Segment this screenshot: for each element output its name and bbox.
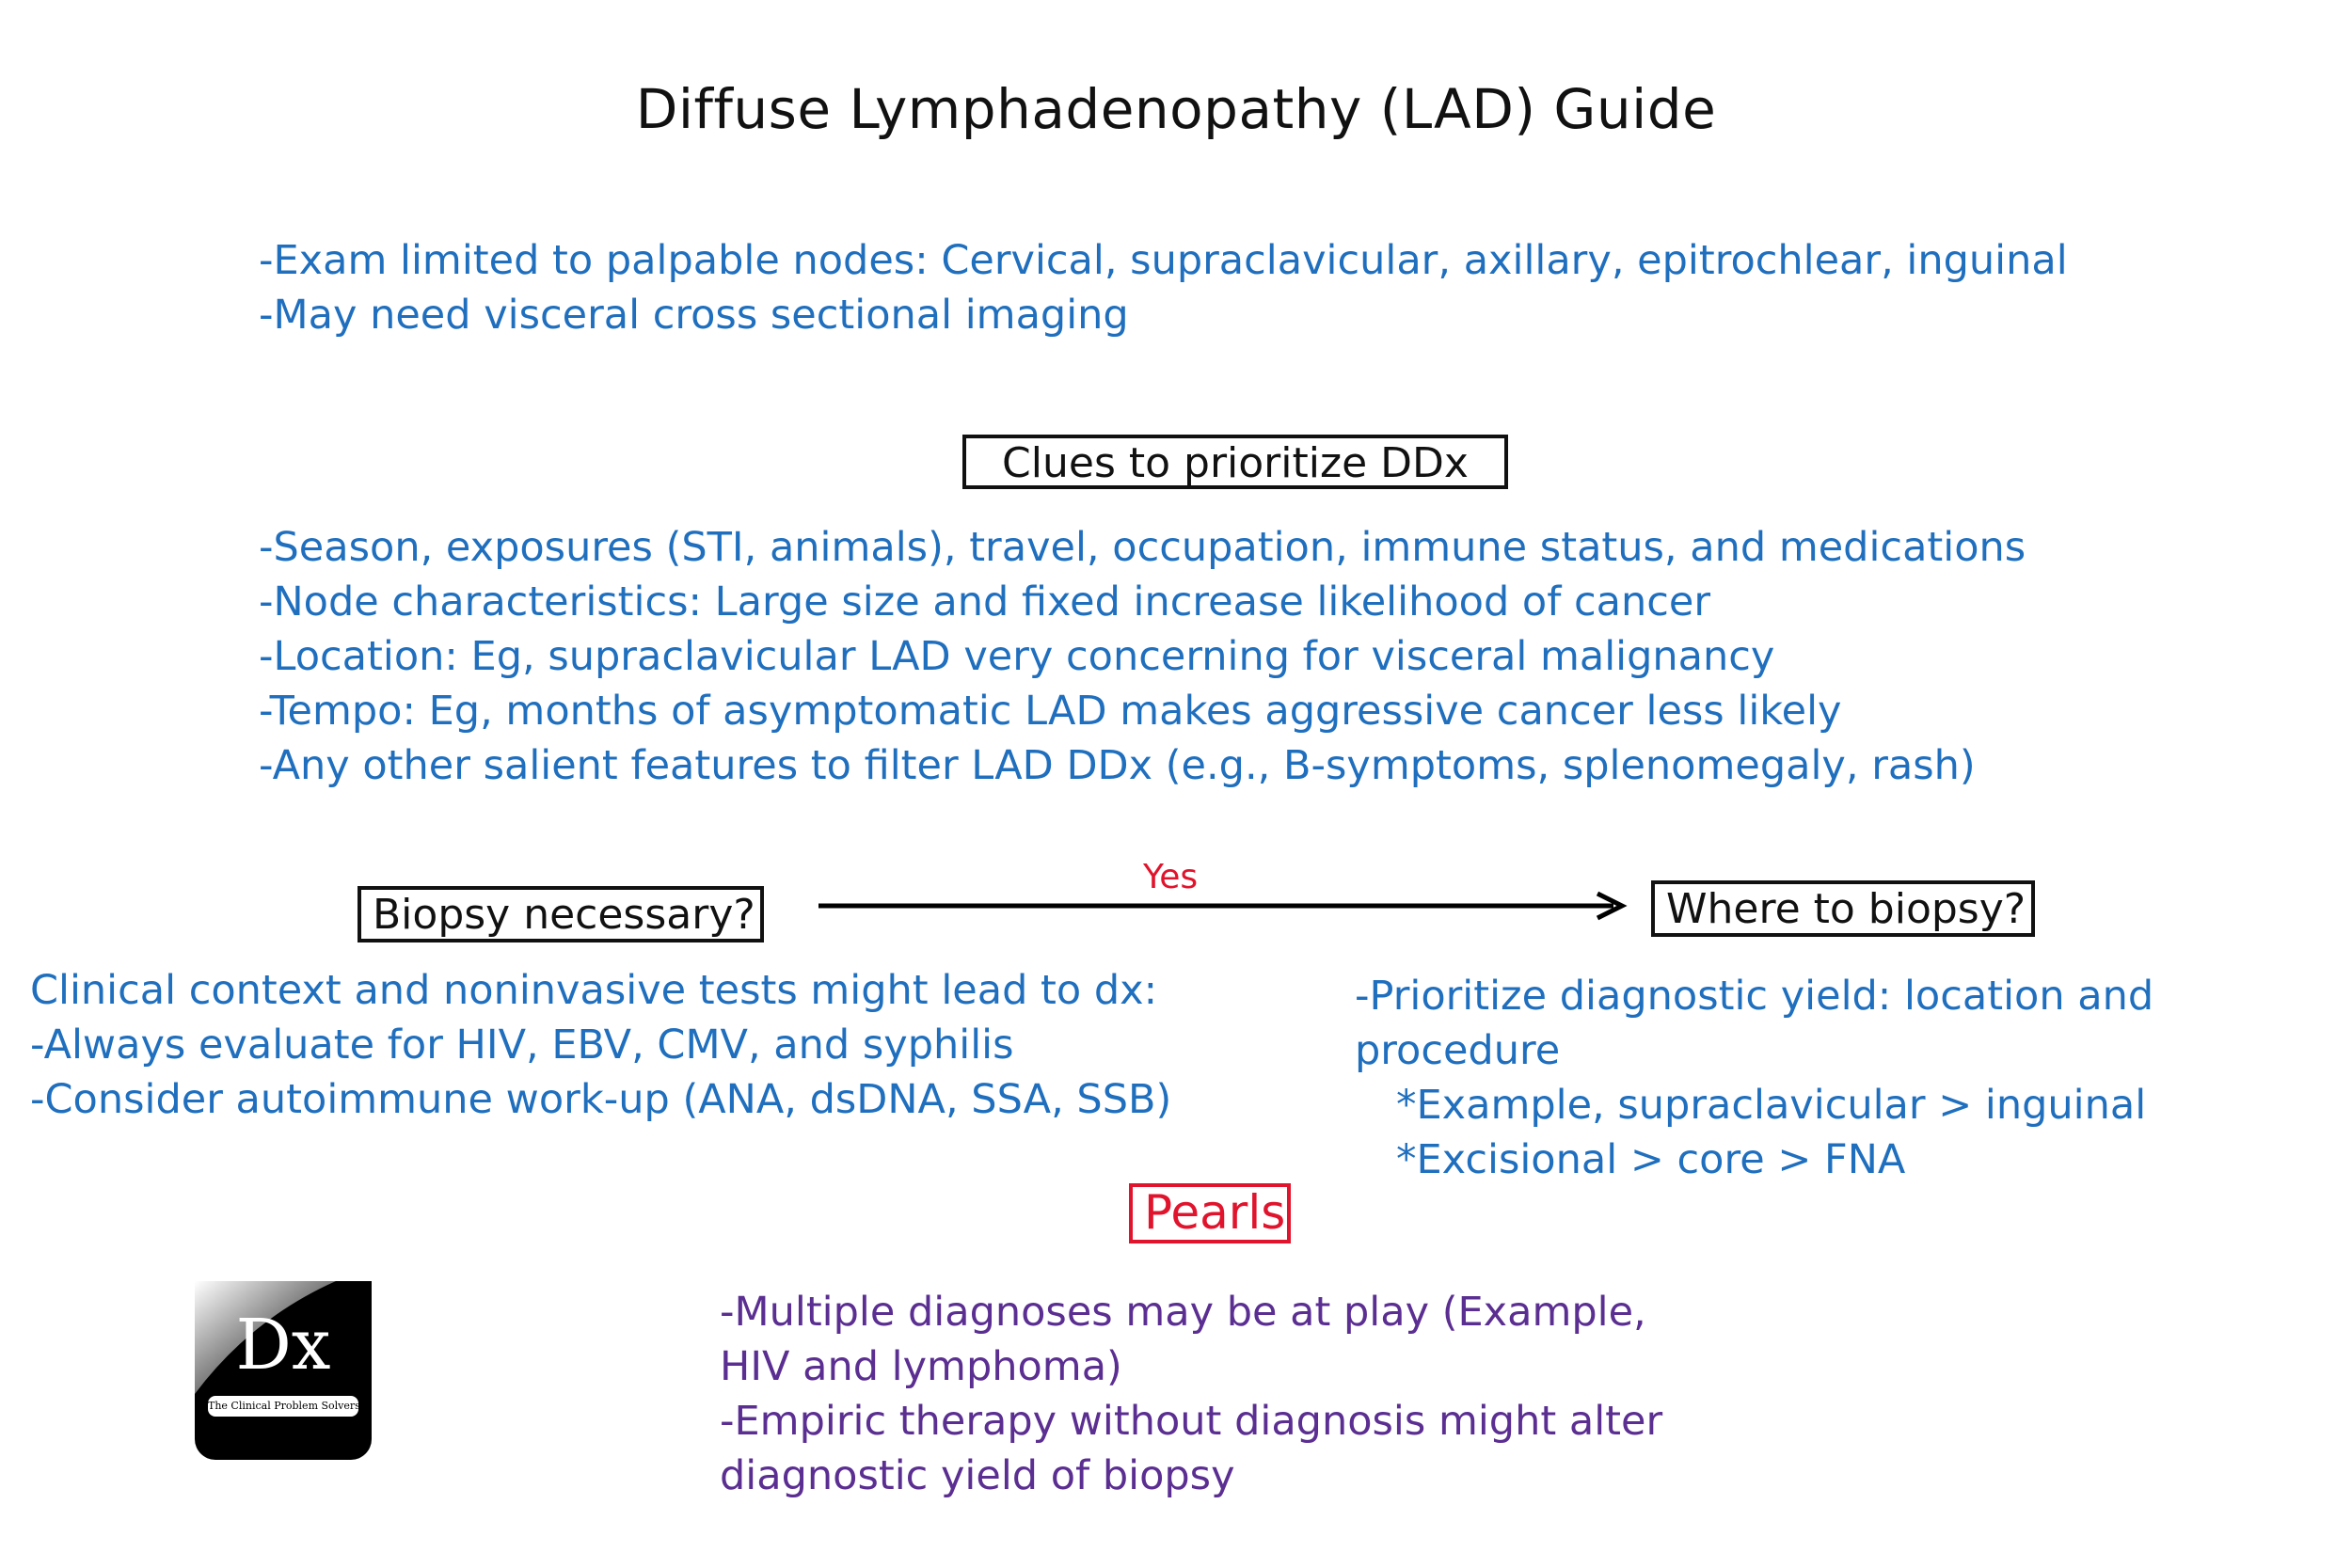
page-title: Diffuse Lymphadenopathy (LAD) Guide (635, 77, 1717, 141)
pearls-list: -Multiple diagnoses may be at play (Exam… (720, 1285, 1662, 1503)
clue-item-season: -Season, exposures (STI, animals), trave… (259, 524, 2026, 571)
clinical-problem-solvers-logo: Dx The Clinical Problem Solvers (195, 1281, 372, 1460)
pearl-line-2: HIV and lymphoma) (720, 1343, 1122, 1390)
yes-arrow-head (1596, 891, 1628, 921)
where-detail-procedure: *Excisional > core > FNA (1396, 1136, 1906, 1183)
where-detail-yield: -Prioritize diagnostic yield: location a… (1355, 973, 2154, 1074)
pearl-line-1: -Multiple diagnoses may be at play (Exam… (720, 1289, 1646, 1336)
clues-list: -Season, exposures (STI, animals), trave… (259, 520, 2026, 793)
logo-shine-graphic (195, 1281, 336, 1394)
pearl-line-3: -Empiric therapy without diagnosis might… (720, 1398, 1663, 1445)
clues-heading-box: Clues to prioritize DDx (962, 435, 1508, 489)
noninvasive-hiv: -Always evaluate for HIV, EBV, CMV, and … (30, 1022, 1014, 1069)
noninvasive-autoimmune: -Consider autoimmune work-up (ANA, dsDNA… (30, 1076, 1172, 1123)
intro-line-imaging: -May need visceral cross sectional imagi… (259, 292, 1129, 339)
noninvasive-section: Clinical context and noninvasive tests m… (30, 963, 1171, 1127)
logo-band-text: The Clinical Problem Solvers (208, 1396, 358, 1417)
clue-item-location: -Location: Eg, supraclavicular LAD very … (259, 633, 1775, 680)
pearl-line-4: diagnostic yield of biopsy (720, 1452, 1235, 1499)
intro-line-exam: -Exam limited to palpable nodes: Cervica… (259, 237, 2068, 284)
noninvasive-intro: Clinical context and noninvasive tests m… (30, 967, 1158, 1014)
where-details-section: -Prioritize diagnostic yield: location a… (1355, 969, 2352, 1187)
intro-section: -Exam limited to palpable nodes: Cervica… (259, 233, 2068, 342)
logo-dx-mark: Dx (235, 1305, 331, 1386)
clue-item-other: -Any other salient features to filter LA… (259, 742, 1976, 789)
yes-label: Yes (1143, 858, 1199, 896)
clue-item-node: -Node characteristics: Large size and fi… (259, 578, 1711, 626)
pearls-heading-box: Pearls (1129, 1183, 1291, 1243)
where-to-biopsy-box: Where to biopsy? (1651, 880, 2035, 937)
where-detail-example: *Example, supraclavicular > inguinal (1396, 1082, 2147, 1129)
biopsy-necessary-box: Biopsy necessary? (358, 886, 764, 942)
clue-item-tempo: -Tempo: Eg, months of asymptomatic LAD m… (259, 688, 1842, 735)
